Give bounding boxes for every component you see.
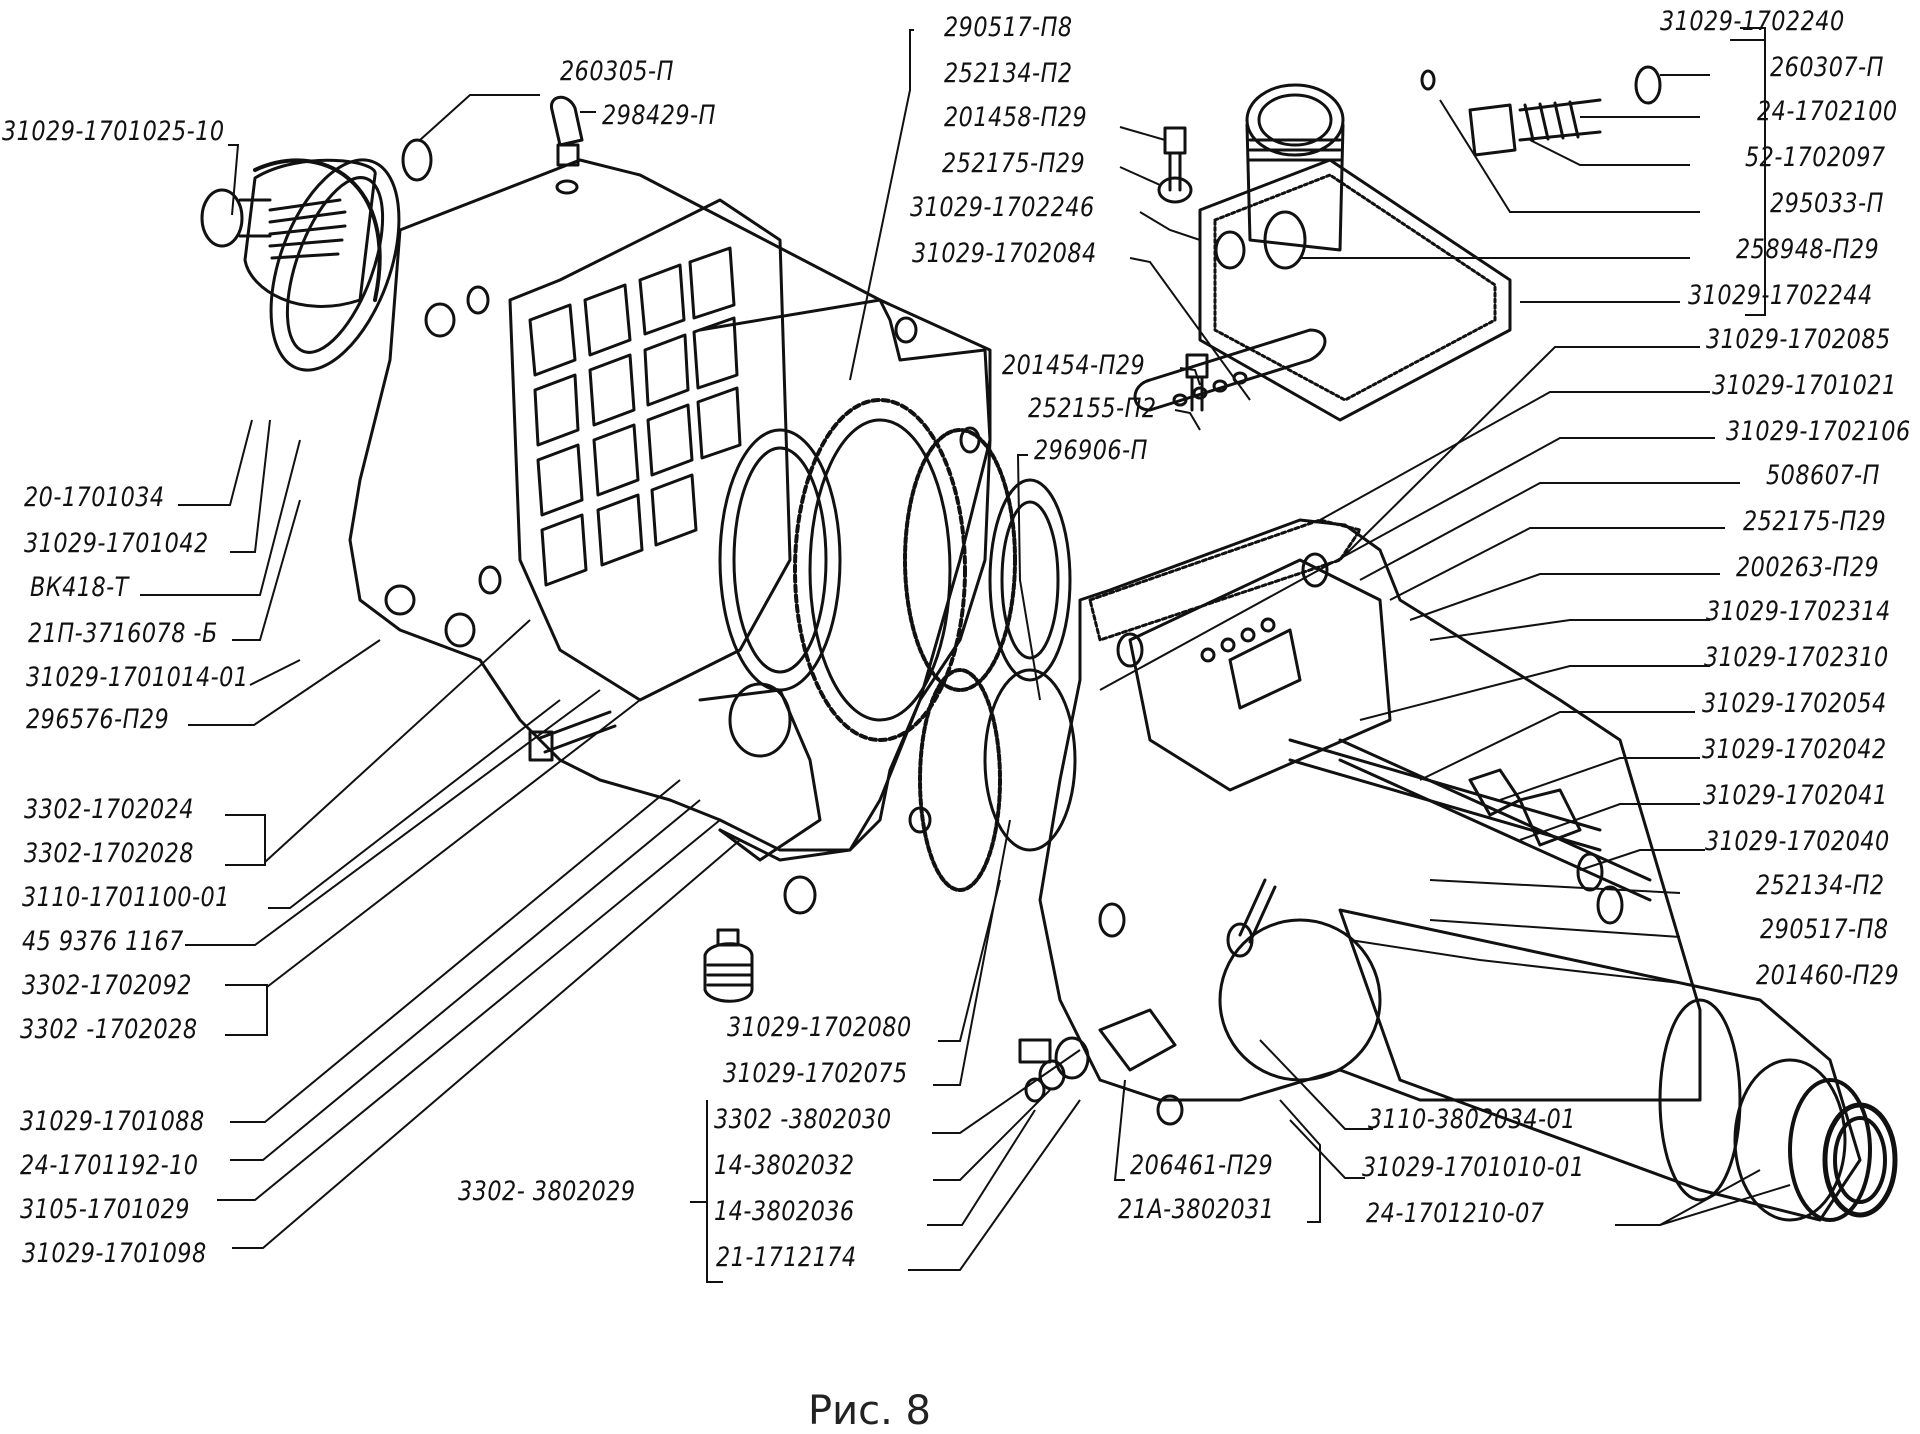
part-label: 31029-1702244	[1688, 280, 1873, 311]
part-label: 201460-П29	[1756, 960, 1900, 991]
part-label: 31029-1702084	[912, 238, 1097, 269]
rear-gasket	[1088, 518, 1362, 642]
part-label: 52-1702097	[1745, 142, 1886, 173]
shift-rods	[1288, 738, 1652, 925]
part-label: 252155-П2	[1028, 393, 1157, 424]
part-label: 31029-1702075	[723, 1058, 908, 1089]
part-label: 31029-1702040	[1705, 826, 1890, 857]
part-label: 3302 -1702028	[20, 1014, 198, 1045]
part-label: 31029-1702085	[1706, 324, 1891, 355]
part-label: 21-1712174	[716, 1242, 857, 1273]
part-label: 31029-1702042	[1702, 734, 1887, 765]
part-label: 31029-1701025-10	[2, 116, 225, 147]
part-label: 295033-П	[1770, 188, 1884, 219]
part-label: 290517-П8	[944, 12, 1073, 43]
oring-260305	[401, 138, 433, 182]
part-label: 206461-П29	[1130, 1150, 1274, 1181]
part-label: 252134-П2	[944, 58, 1073, 89]
part-label: 252175-П29	[1743, 506, 1887, 537]
part-label: 3110-1701100-01	[22, 882, 230, 913]
part-label: 3302-1702024	[24, 794, 194, 825]
bushing	[783, 875, 817, 915]
part-label: 31029-1701088	[20, 1106, 205, 1137]
part-label: 31029-1702054	[1702, 688, 1887, 719]
breather	[550, 95, 584, 195]
part-label: 24-1702100	[1757, 96, 1898, 127]
part-label: 31029-1702041	[1703, 780, 1888, 811]
part-label: 31029-1702310	[1704, 642, 1889, 673]
part-label: 296576-П29	[26, 704, 170, 735]
part-label: 3110-3802034-01	[1368, 1104, 1576, 1135]
part-label: 260305-П	[560, 56, 674, 87]
bolt-296576	[528, 710, 617, 762]
part-label: 201458-П29	[944, 102, 1088, 133]
gear-cluster	[698, 398, 1077, 892]
shift-lever-housing	[1198, 83, 1512, 422]
gearbox-housing	[348, 158, 992, 852]
speedometer-drive	[1018, 878, 1277, 1103]
figure-caption: Рис. 8	[808, 1388, 931, 1434]
part-label: 31029-1701010-01	[1362, 1152, 1585, 1183]
part-label: 296906-П	[1034, 435, 1148, 466]
bolt-201458	[1157, 126, 1193, 204]
part-label: 3302- 3802029	[458, 1176, 636, 1207]
tail-tube	[1338, 908, 1898, 1222]
part-label: 290517-П8	[1760, 914, 1889, 945]
part-label: 31029-1701021	[1712, 370, 1897, 401]
part-label: 24-1701210-07	[1366, 1198, 1545, 1229]
part-label: 200263-П29	[1736, 552, 1880, 583]
part-label: 31029-1701098	[22, 1238, 207, 1269]
part-label: 508607-П	[1766, 460, 1880, 491]
lock-plate	[1133, 328, 1327, 412]
rear-flange	[698, 298, 992, 862]
part-label: 31029-1702106	[1726, 416, 1911, 447]
part-label: 201454-П29	[1002, 350, 1146, 381]
spring-plunger	[1420, 65, 1662, 157]
part-label: 21А-3802031	[1118, 1194, 1275, 1225]
part-label: 24-1701192-10	[20, 1150, 199, 1181]
part-label: 298429-П	[602, 100, 716, 131]
part-label: 14-3802032	[714, 1150, 855, 1181]
part-label: 3302 -3802030	[714, 1104, 892, 1135]
part-label: ВК418-Т	[30, 572, 129, 603]
part-label: 31029-1702080	[727, 1012, 912, 1043]
part-label: 252175-П29	[942, 148, 1086, 179]
part-label: 3105-1701029	[20, 1194, 190, 1225]
front-gasket	[269, 158, 401, 372]
part-label: 260307-П	[1770, 52, 1884, 83]
part-label: 31029-1702240	[1660, 6, 1845, 37]
part-label: 45 9376 1167	[22, 926, 184, 957]
part-label: 31029-1701042	[24, 528, 209, 559]
part-label: 258948-П29	[1736, 234, 1880, 265]
part-label: 252134-П2	[1756, 870, 1885, 901]
part-label: 31029-1701014-01	[26, 662, 249, 693]
rear-housing	[1038, 518, 1702, 1126]
leader-lines	[140, 27, 1791, 1283]
part-label: 3302-1702092	[22, 970, 192, 1001]
part-label: 20-1701034	[24, 482, 165, 513]
part-label: 31029-1702314	[1706, 596, 1891, 627]
part-label: 14-3802036	[714, 1196, 855, 1227]
drain-plug	[703, 928, 754, 1003]
part-label: 31029-1702246	[910, 192, 1095, 223]
part-label: 21П-3716078 -Б	[28, 618, 218, 649]
part-label: 3302-1702028	[24, 838, 194, 869]
